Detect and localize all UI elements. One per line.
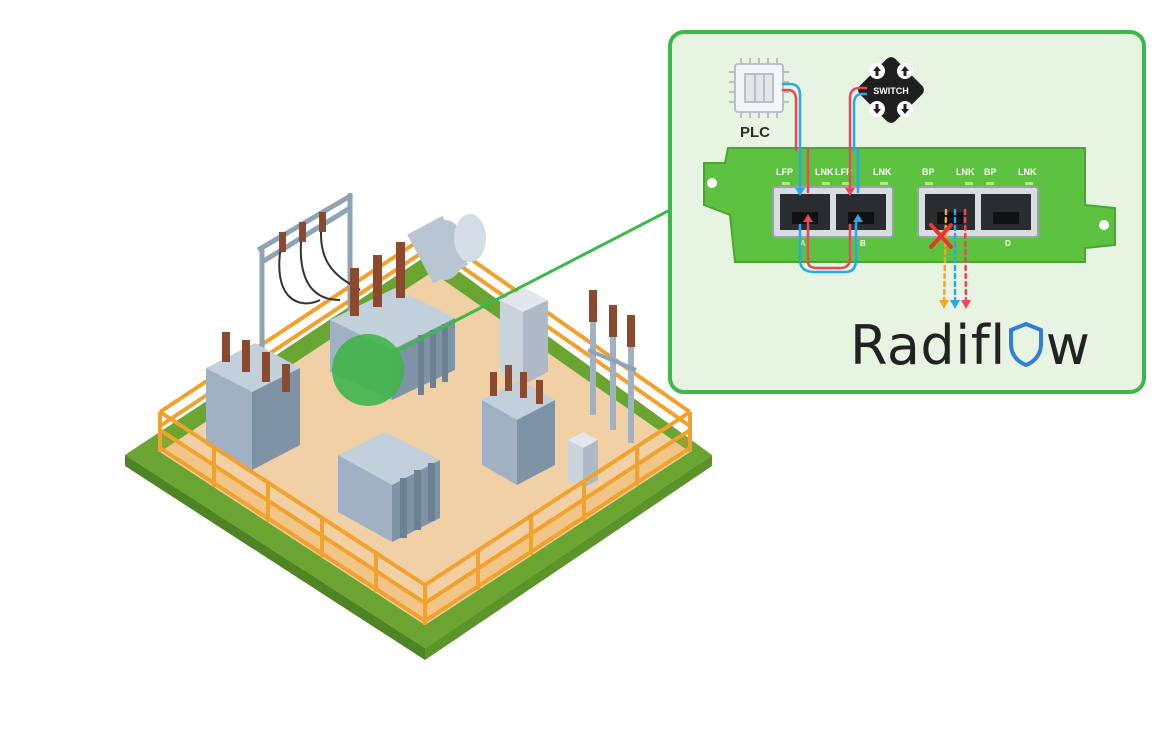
port-2-link-label: LNK [873, 167, 892, 177]
fence-front [158, 410, 692, 625]
right-transformer [482, 365, 555, 485]
left-transformer [206, 332, 300, 470]
port-2-label: LFP [835, 167, 852, 177]
flow-arrows [795, 188, 971, 309]
plc-label: PLC [740, 124, 770, 141]
small-cabinet [568, 432, 598, 488]
rj45-port-pair-1 [772, 186, 894, 238]
brand-text-end: w [1045, 314, 1091, 377]
callout-connector [394, 208, 671, 354]
substation-illustration [125, 192, 712, 660]
shield-icon [1008, 321, 1043, 368]
port-a-label: A [800, 239, 806, 248]
cable-paths [781, 82, 968, 307]
switch-label: SWITCH [873, 86, 909, 96]
rj45-port-pair-2 [917, 186, 1039, 238]
insulator-posts [587, 290, 637, 443]
port-3-label: BP [922, 167, 935, 177]
switch-icon: SWITCH [858, 57, 924, 123]
port-d-label: D [1005, 239, 1011, 248]
port-b-label: B [860, 239, 866, 248]
device-location-marker [332, 334, 404, 406]
port-4-link-label: LNK [1018, 167, 1037, 177]
port-4-label: BP [984, 167, 997, 177]
fault-x-icon [929, 223, 953, 249]
brand-text-start: Radifl [850, 314, 1006, 377]
port-3-link-label: LNK [956, 167, 975, 177]
plc-chip-icon [729, 58, 789, 118]
front-switchgear [338, 432, 440, 542]
control-cabinet [500, 288, 548, 385]
port-1-link-label: LNK [815, 167, 834, 177]
network-card: LFP LNK LFP LNK BP LNK BP LNK B D A [703, 147, 1116, 263]
port-1-label: LFP [776, 167, 793, 177]
